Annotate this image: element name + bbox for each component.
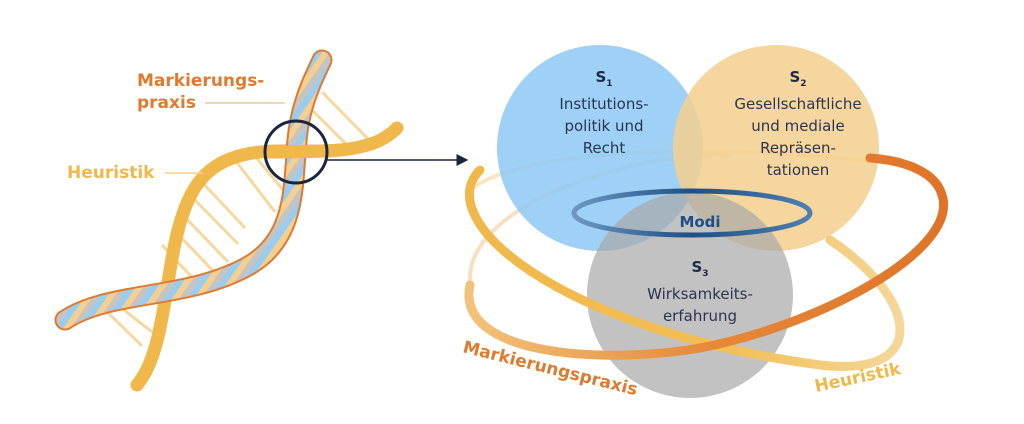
s2-letter: S [789, 68, 800, 86]
s3-line-1: Wirksamkeits- [647, 285, 753, 303]
s2-line-3: Repräsen- [760, 139, 836, 157]
s1-subscript: 1 [606, 79, 612, 89]
heuristik-strand [130, 121, 404, 392]
dna-label-markierung-line2: praxis [137, 93, 196, 113]
heuristik-strand-front [264, 143, 341, 159]
s1-line-2: politik und [564, 117, 643, 135]
s2-line-2: und mediale [751, 117, 844, 135]
dna-label-markierung-line1: Markierungs- [137, 71, 264, 91]
focus-circle [263, 119, 329, 185]
s2-line-4: tationen [767, 161, 830, 179]
s3-letter: S [691, 258, 702, 276]
circle-s1-label: S1 Institutions- politik und Recht [559, 68, 648, 157]
circle-s3-label: S3 Wirksamkeits- erfahrung [647, 258, 753, 325]
s1-line-1: Institutions- [559, 95, 648, 113]
modi-ring [571, 188, 813, 238]
circle-s3 [587, 192, 793, 398]
dna-label-heuristik: Heuristik [67, 163, 155, 183]
venn-circles [497, 45, 879, 398]
s1-line-3: Recht [583, 139, 626, 157]
svg-text:S3: S3 [691, 258, 708, 279]
svg-text:S1: S1 [595, 68, 612, 89]
markierungspraxis-strand-braid [56, 51, 331, 329]
s2-line-1: Gesellschaftliche [734, 95, 861, 113]
s3-subscript: 3 [702, 269, 708, 279]
markierungspraxis-ring [464, 153, 949, 360]
dna-helix [54, 49, 469, 392]
modi-label: Modi [679, 213, 720, 231]
s3-line-2: erfahrung [663, 307, 737, 325]
circle-s2-label: S2 Gesellschaftliche und mediale Repräse… [734, 68, 861, 179]
heuristik-ring [465, 165, 905, 371]
s1-letter: S [595, 68, 606, 86]
svg-text:S2: S2 [789, 68, 806, 89]
s2-subscript: 2 [800, 79, 806, 89]
helix-rungs [93, 90, 374, 348]
